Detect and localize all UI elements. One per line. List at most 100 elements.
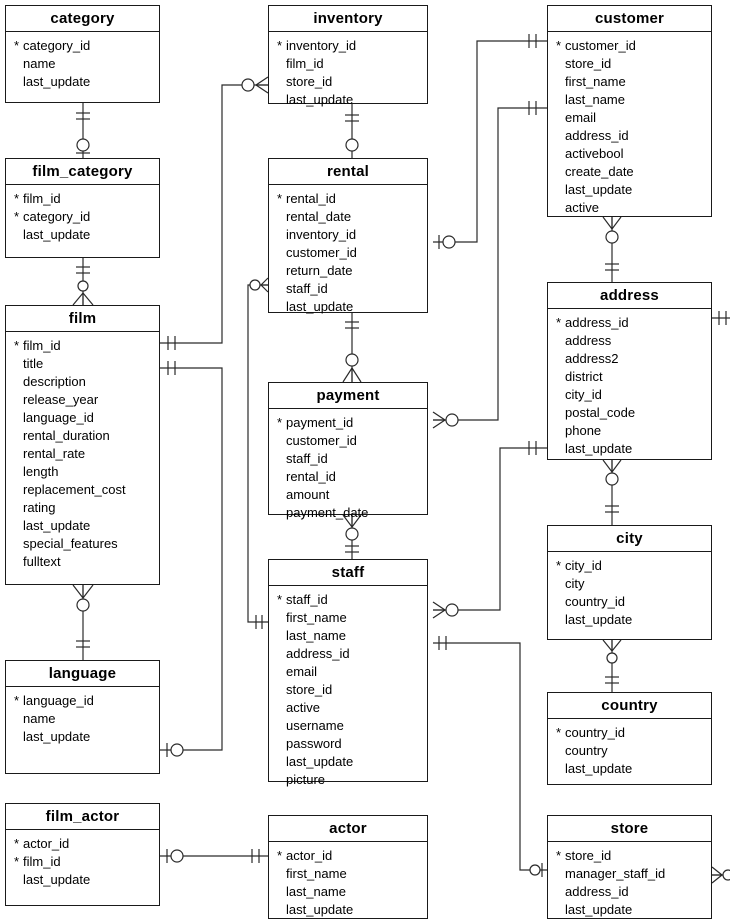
cardinality-many-crowfoot (432, 601, 446, 611)
field-name: title (23, 356, 44, 371)
field-row-replacement_cost: replacement_cost (6, 481, 159, 499)
field-row-category_id: *category_id (6, 208, 159, 226)
field-name: address_id (565, 315, 629, 330)
field-name: staff_id (286, 592, 328, 607)
cardinality-many-crowfoot (342, 367, 353, 383)
field-name: active (565, 200, 599, 215)
cardinality-many-crowfoot (82, 584, 94, 599)
field-name: picture (286, 772, 326, 787)
field-row-customer_id: *customer_id (548, 37, 711, 55)
field-row-language_id: *language_id (6, 692, 159, 710)
field-name: country_id (565, 594, 625, 609)
cardinality-many-crowfoot (711, 874, 723, 884)
field-row-email: email (548, 109, 711, 127)
field-name: country (565, 743, 608, 758)
field-name: district (565, 369, 603, 384)
field-row-picture: picture (269, 771, 427, 789)
field-row-staff_id: staff_id (269, 280, 427, 298)
field-name: address_id (565, 128, 629, 143)
field-name: last_update (23, 872, 91, 887)
field-row-store_id: *store_id (548, 847, 711, 865)
field-name: first_name (565, 74, 626, 89)
primary-key-marker: * (14, 209, 20, 224)
field-row-address2: address2 (548, 350, 711, 368)
primary-key-marker: * (277, 592, 283, 607)
field-name: activebool (565, 146, 624, 161)
field-row-last_update: last_update (269, 298, 427, 316)
relationship-payment-customer (432, 101, 547, 429)
field-row-language_id: language_id (6, 409, 159, 427)
relationship-address-city (602, 459, 622, 525)
field-name: username (286, 718, 344, 733)
relationship-payment-staff (342, 514, 362, 559)
field-row-description: description (6, 373, 159, 391)
table-title-store: store (548, 816, 711, 842)
field-row-password: password (269, 735, 427, 753)
field-name: last_name (565, 92, 625, 107)
field-name: country_id (565, 725, 625, 740)
field-row-category_id: *category_id (6, 37, 159, 55)
field-name: rental_id (286, 191, 336, 206)
field-name: actor_id (23, 836, 70, 851)
cardinality-zero-circle (529, 864, 541, 876)
field-name: rental_duration (23, 428, 110, 443)
relationship-city-country (602, 639, 622, 692)
cardinality-many-crowfoot (611, 216, 622, 230)
cardinality-many-crowfoot (255, 76, 269, 86)
cardinality-many-crowfoot (432, 419, 446, 429)
field-name: create_date (565, 164, 634, 179)
field-row-store_id: store_id (269, 73, 427, 91)
field-name: address_id (286, 646, 350, 661)
field-name: rental_date (286, 209, 352, 224)
field-name: payment_id (286, 415, 354, 430)
field-row-length: length (6, 463, 159, 481)
cardinality-zero-circle (76, 138, 90, 152)
field-row-email: email (269, 663, 427, 681)
field-name: inventory_id (286, 227, 357, 242)
field-row-last_update: last_update (6, 73, 159, 91)
relationship-staff-address (432, 441, 547, 619)
field-row-rental_date: rental_date (269, 208, 427, 226)
field-name: fulltext (23, 554, 61, 569)
field-row-last_update: last_update (269, 753, 427, 771)
cardinality-zero-circle (76, 598, 90, 612)
cardinality-many-crowfoot (611, 459, 622, 473)
primary-key-marker: * (14, 38, 20, 53)
primary-key-marker: * (556, 725, 562, 740)
primary-key-marker: * (277, 848, 283, 863)
cardinality-many-crowfoot (432, 411, 446, 421)
table-title-payment: payment (269, 383, 427, 409)
field-name: replacement_cost (23, 482, 126, 497)
table-title-country: country (548, 693, 711, 719)
field-name: last_update (286, 754, 354, 769)
field-row-manager_staff_id: manager_staff_id (548, 865, 711, 883)
relationship-customer-address (602, 216, 622, 282)
field-row-store_id: store_id (548, 55, 711, 73)
relationship-film-language (72, 584, 94, 660)
cardinality-many-crowfoot (342, 514, 353, 528)
cardinality-zero-circle (442, 235, 456, 249)
field-name: city_id (565, 558, 602, 573)
field-name: last_update (565, 902, 633, 917)
field-row-name: name (6, 710, 159, 728)
cardinality-many-crowfoot (611, 639, 622, 652)
cardinality-many-crowfoot (72, 584, 84, 599)
field-row-address_id: address_id (548, 883, 711, 901)
relationship-film-film_actor (160, 361, 223, 757)
field-name: last_name (286, 884, 346, 899)
cardinality-zero-circle (722, 869, 730, 881)
field-name: last_name (286, 628, 346, 643)
cardinality-many-crowfoot (432, 609, 446, 619)
